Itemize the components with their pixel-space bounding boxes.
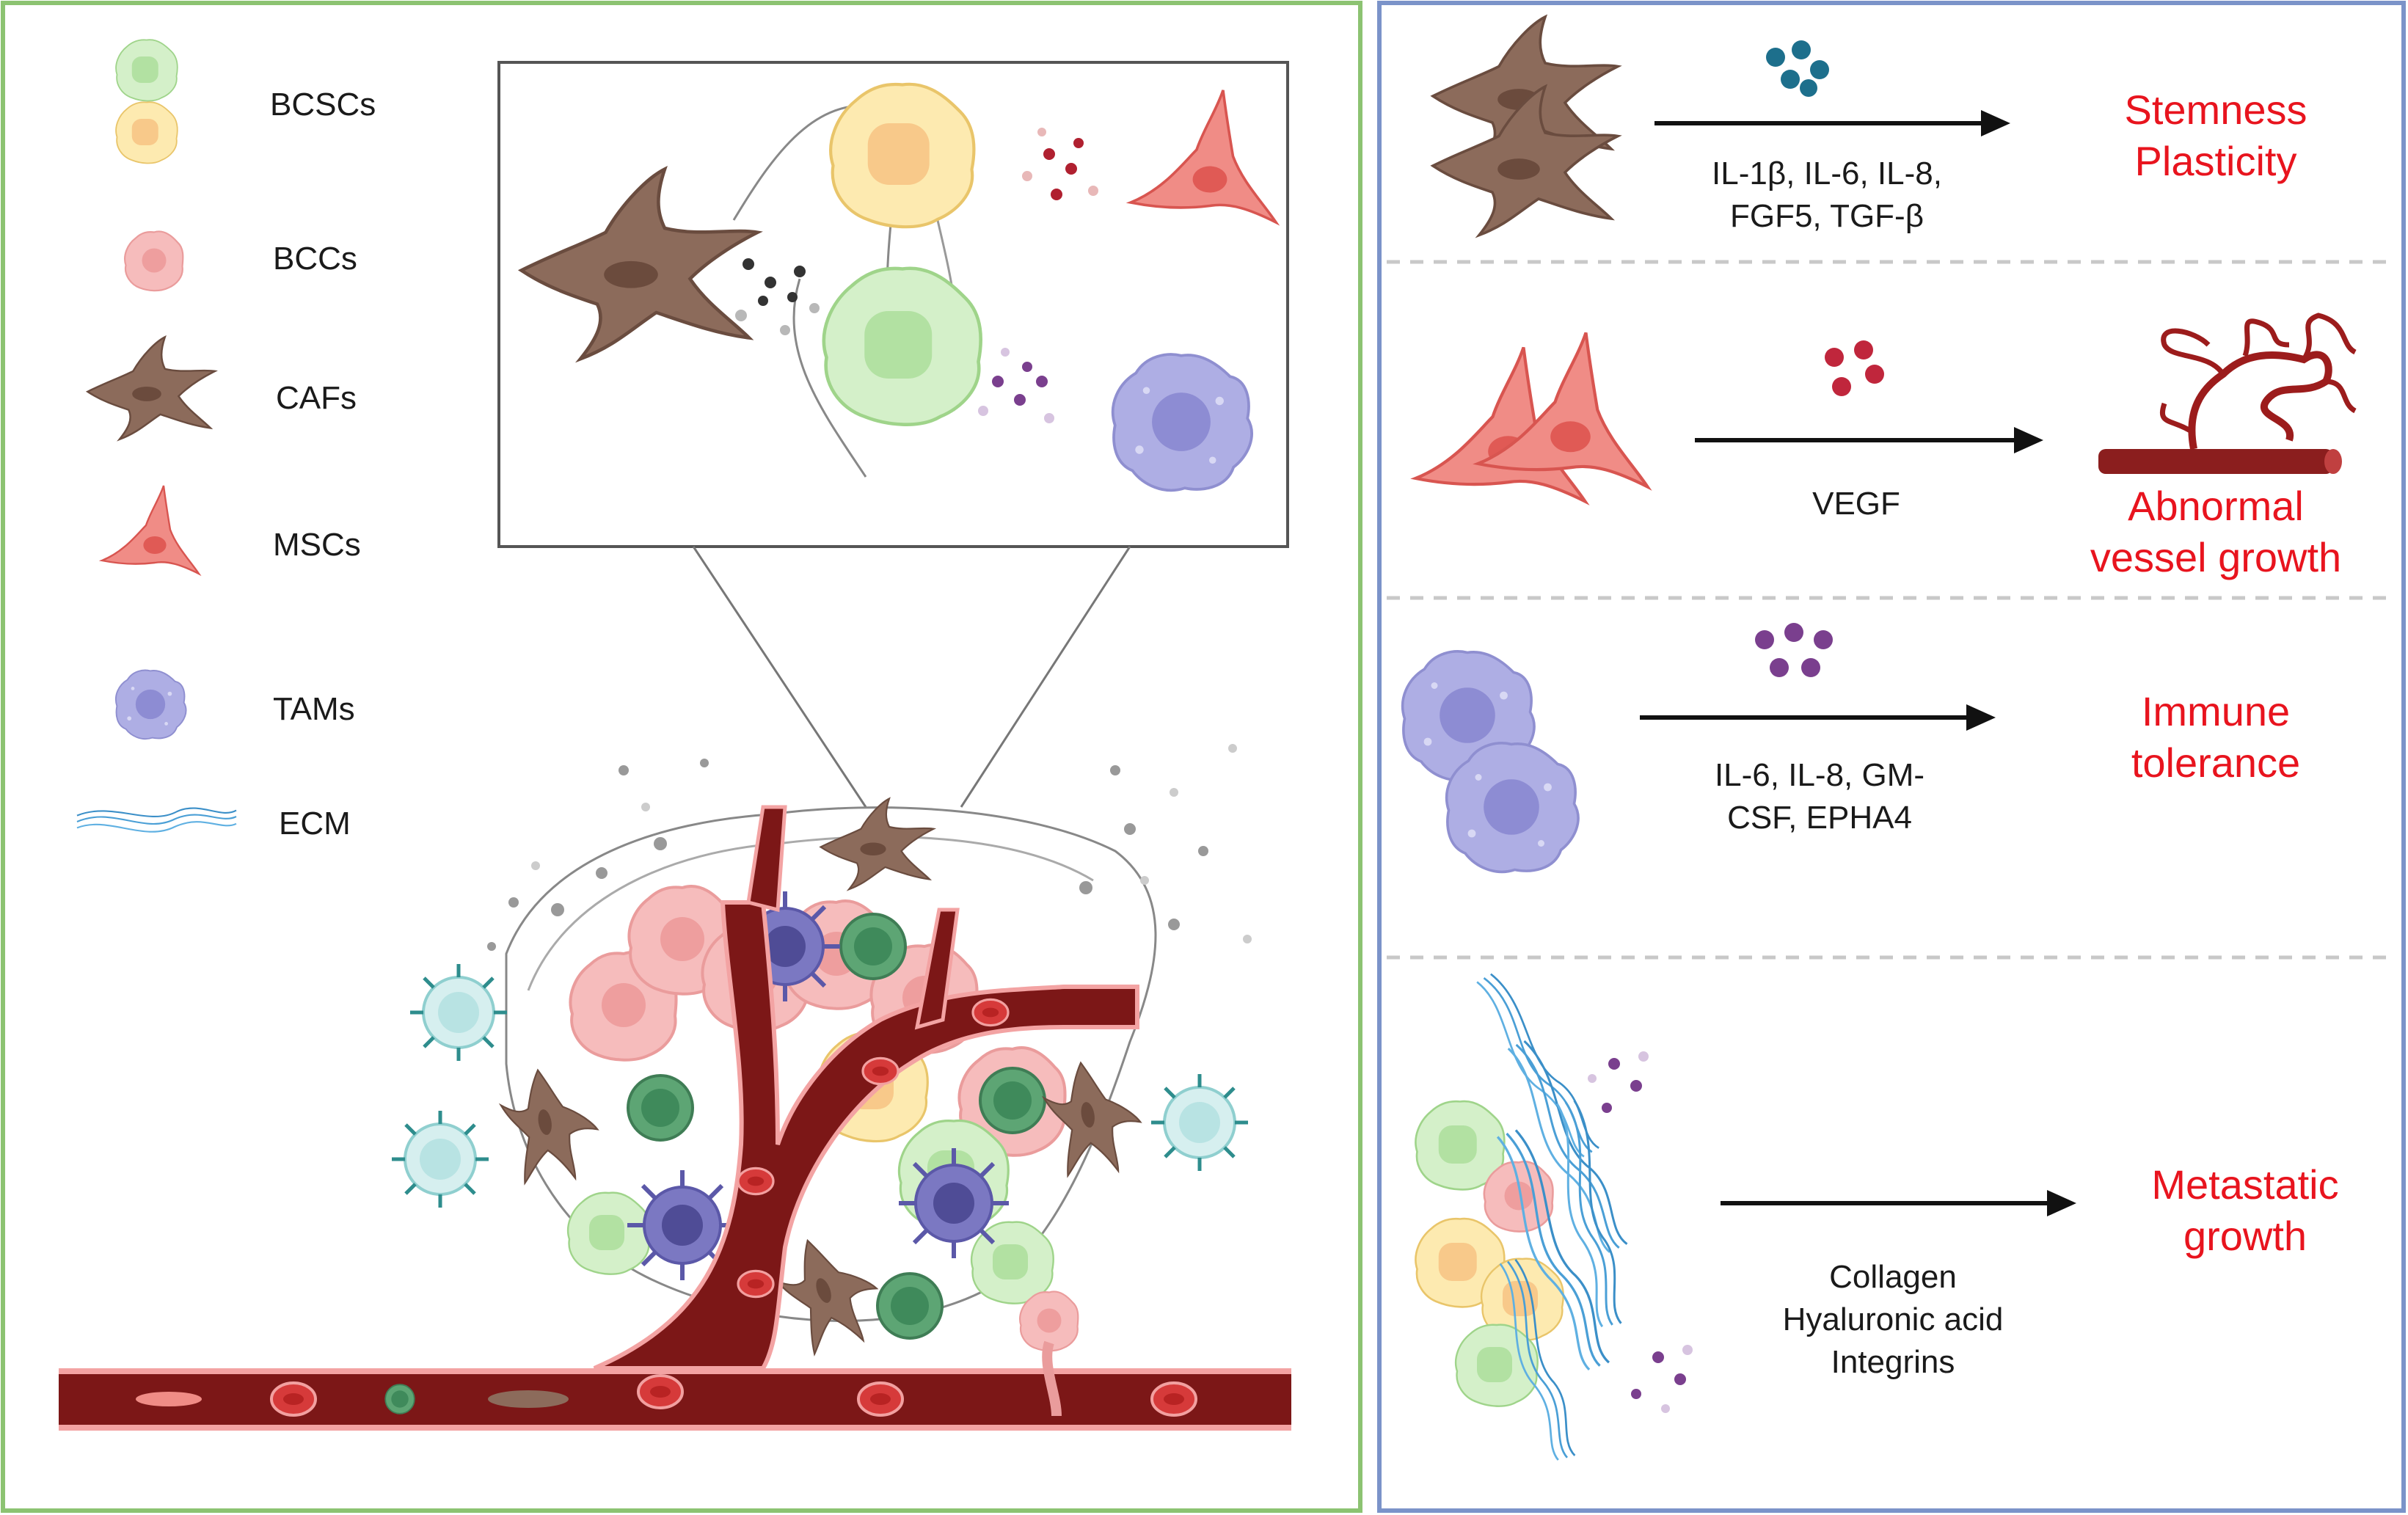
legend-label-bccs: BCCs <box>273 241 357 277</box>
legend-label-tams: TAMs <box>273 691 355 727</box>
panel-immune <box>1401 623 1996 874</box>
bcc-icon <box>124 230 184 292</box>
left-panel-border <box>1 1 1362 1513</box>
angiogenesis-icon <box>2098 313 2357 474</box>
tam-icon <box>114 669 187 740</box>
arrow-icon <box>1721 1190 2076 1216</box>
panel-vessel <box>1416 313 2357 502</box>
right-panel-border <box>1377 1 2406 1513</box>
arrow-icon <box>1654 110 2010 136</box>
bcsc-icon <box>115 101 178 164</box>
legend-label-ecm: ECM <box>279 806 351 842</box>
panel-stemness <box>1431 15 2010 237</box>
arrow-icon <box>1695 427 2043 453</box>
outcome-stemness: Stemness Plasticity <box>2124 87 2307 184</box>
outcome-metastatic: Metastatic growth <box>2151 1161 2339 1259</box>
blood-vessel-icon <box>59 805 1291 1431</box>
caf-icon <box>87 336 216 441</box>
cytokines-vessel: VEGF <box>1812 486 1900 522</box>
outcome-vessel: Abnormal vessel growth <box>2090 483 2342 580</box>
arrow-icon <box>1640 704 1996 731</box>
legend-label-bcscs: BCSCs <box>270 87 376 123</box>
bcsc-icon <box>115 39 178 102</box>
legend-label-cafs: CAFs <box>276 380 357 416</box>
tumor-cluster <box>392 744 1252 1362</box>
cytokines-metastatic: Collagen Hyaluronic acid Integrins <box>1782 1259 2004 1380</box>
cytokines-stemness: IL-1β, IL-6, IL-8, FGF5, TGF-β <box>1712 156 1942 234</box>
outcome-immune: Immune tolerance <box>2131 688 2301 786</box>
panel-metastatic <box>1415 968 2076 1464</box>
legend-label-mscs: MSCs <box>273 527 361 563</box>
msc-icon <box>101 484 200 575</box>
ecm-icon <box>76 807 238 833</box>
zoom-contents <box>522 84 1277 492</box>
cytokines-immune: IL-6, IL-8, GM- CSF, EPHA4 <box>1714 757 1925 836</box>
